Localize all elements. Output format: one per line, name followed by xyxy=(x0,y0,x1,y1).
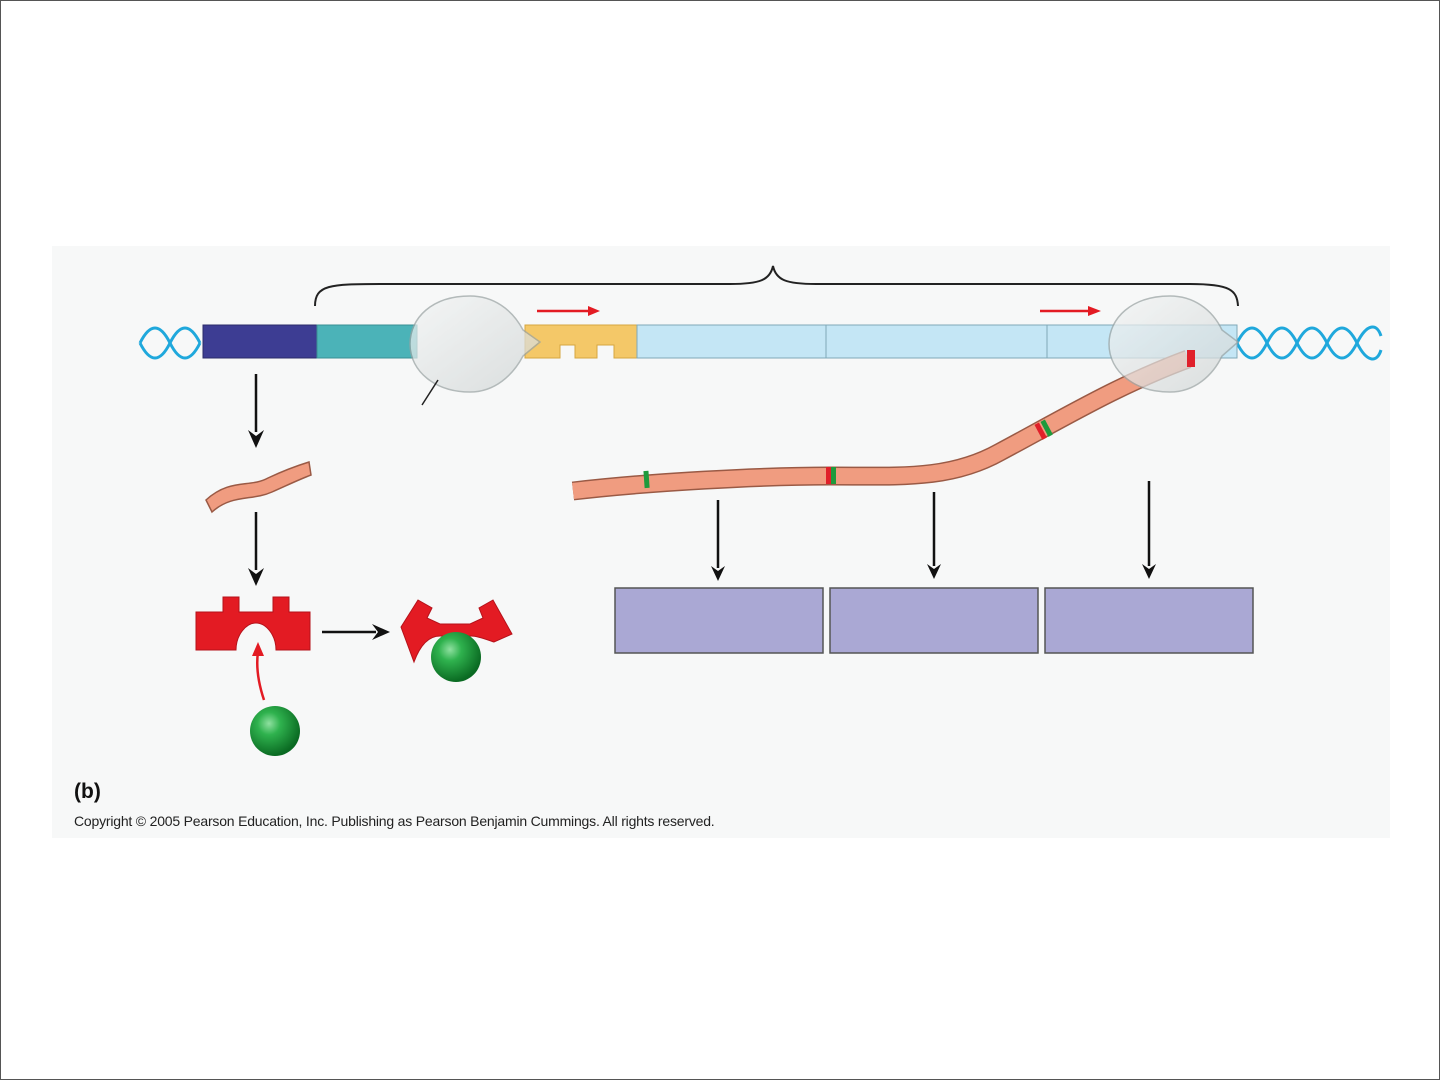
translation-arrow-1 xyxy=(711,500,725,581)
promoter xyxy=(316,324,418,359)
active-repressor xyxy=(195,596,311,651)
arrow-mrna-to-repressor xyxy=(248,512,264,586)
regulatory-gene xyxy=(202,324,318,359)
operon-brace xyxy=(314,265,1239,307)
protein-2 xyxy=(829,587,1039,654)
structural-gene-2 xyxy=(825,324,1048,359)
polymerase-pointer-line xyxy=(421,379,439,406)
translation-arrow-2 xyxy=(927,492,941,579)
start-codon-2 xyxy=(831,467,836,484)
polycistronic-mrna xyxy=(571,350,1192,501)
arrow-gene-to-mrna xyxy=(248,374,264,448)
translation-arrow-3 xyxy=(1142,481,1156,579)
transcription-arrow-2 xyxy=(1040,306,1101,316)
start-codon-1 xyxy=(643,470,650,489)
repressor-mrna xyxy=(205,461,312,514)
bound-inducer xyxy=(431,632,481,682)
inducer-molecule xyxy=(250,706,300,756)
protein-3 xyxy=(1044,587,1254,654)
arrow-to-inactive-repressor xyxy=(322,624,390,640)
copyright-notice: Copyright © 2005 Pearson Education, Inc.… xyxy=(74,813,715,829)
start-codon-3 xyxy=(1040,419,1053,437)
rna-polymerase-promoter xyxy=(409,295,542,393)
structural-gene-1 xyxy=(636,324,827,359)
dna-helix-right xyxy=(1235,325,1383,361)
dna-helix-left xyxy=(138,326,202,360)
transcription-arrow-1 xyxy=(537,306,600,316)
stop-codon-1 xyxy=(826,467,831,484)
stop-codon-2 xyxy=(1034,422,1047,440)
protein-1 xyxy=(614,587,824,654)
rna-polymerase-terminal xyxy=(1108,295,1240,393)
inactive-repressor xyxy=(400,599,513,664)
inducer-binding-arrow xyxy=(252,642,266,701)
mrna-red-tip xyxy=(1187,350,1195,367)
operator xyxy=(524,324,638,359)
panel-label: (b) xyxy=(74,780,101,803)
